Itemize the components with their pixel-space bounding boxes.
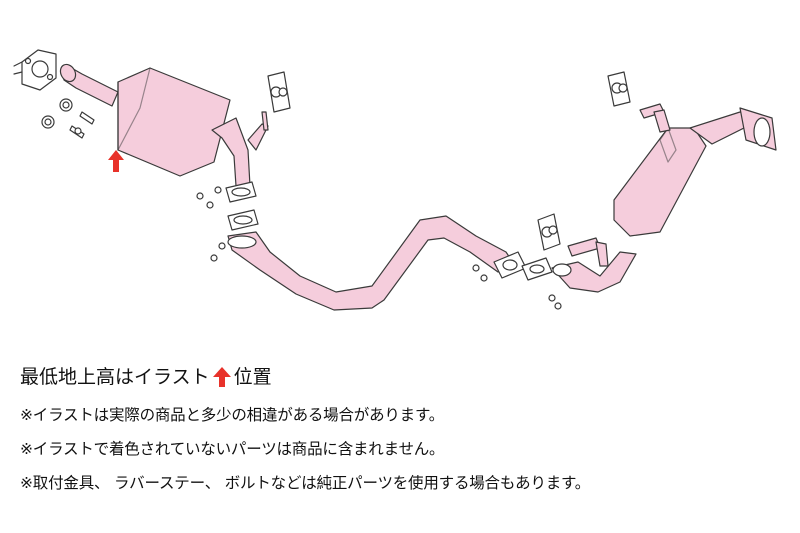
notes-section: 最低地上高はイラスト 位置 ※イラストは実際の商品と多少の相違がある場合がありま… [20, 362, 790, 494]
clearance-note-prefix: 最低地上高はイラスト [20, 366, 210, 388]
note-genuine-parts: ※取付金具、 ラバーステー、 ボルトなどは純正パーツを使用する場合もあります。 [20, 474, 591, 492]
bolt-set-mid-1 [196, 186, 226, 262]
center-pipe [227, 215, 515, 311]
clearance-note: 最低地上高はイラスト 位置 [20, 362, 790, 392]
clearance-note-suffix: 位置 [233, 366, 272, 388]
rubber-hanger-2 [537, 213, 561, 251]
pre-silencer-assembly [59, 63, 269, 187]
mid-flange-2 [472, 251, 562, 310]
bolt-nut-set-front [41, 98, 95, 139]
exhaust-system-illustration [13, 49, 777, 311]
red-up-arrow-icon [212, 367, 231, 387]
note-uncolored-parts: ※イラストで着色されていないパーツは商品に含まれません。 [20, 440, 445, 458]
note-illustration-difference: ※イラストは実際の商品と多少の相違がある場合があります。 [20, 406, 445, 424]
rubber-hanger-3 [607, 71, 631, 107]
front-flange-gasket [13, 49, 57, 91]
main-silencer-assembly [551, 103, 777, 293]
clearance-arrow-icon [108, 150, 124, 172]
rubber-hanger-1 [267, 71, 291, 113]
mid-flange-1 [225, 181, 259, 231]
